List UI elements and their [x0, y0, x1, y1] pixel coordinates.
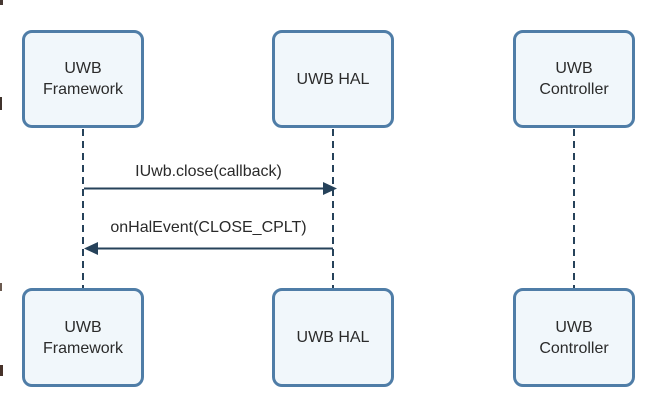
actor-box-uwb-hal-bottom: UWB HAL	[272, 288, 394, 387]
actor-label-uwb-framework: UWB Framework	[42, 318, 123, 357]
actor-label-uwb-hal: UWB HAL	[296, 329, 370, 346]
screenshot-edge-artifact	[0, 97, 2, 110]
arrowhead-left-icon	[84, 242, 98, 255]
actor-label-uwb-controller: UWB Controller	[539, 60, 609, 98]
message-label-close: IUwb.close(callback)	[135, 163, 282, 180]
screenshot-edge-artifact	[0, 0, 3, 5]
actor-label-uwb-framework: UWB Framework	[42, 60, 123, 98]
screenshot-edge-artifact	[0, 283, 2, 291]
actor-box-uwb-controller-bottom: UWB Controller	[513, 288, 635, 387]
actor-label-uwb-controller: UWB Controller	[539, 318, 609, 357]
screenshot-edge-artifact	[0, 365, 3, 376]
actor-box-uwb-framework-bottom: UWB Framework	[22, 288, 144, 387]
actor-box-uwb-framework-top: UWB Framework	[22, 30, 144, 128]
actor-box-uwb-hal-top: UWB HAL	[272, 30, 394, 128]
actor-box-uwb-controller-top: UWB Controller	[513, 30, 635, 128]
message-label-onhalevent: onHalEvent(CLOSE_CPLT)	[110, 219, 307, 236]
arrowhead-right-icon	[323, 182, 337, 195]
actor-label-uwb-hal: UWB HAL	[296, 70, 370, 88]
